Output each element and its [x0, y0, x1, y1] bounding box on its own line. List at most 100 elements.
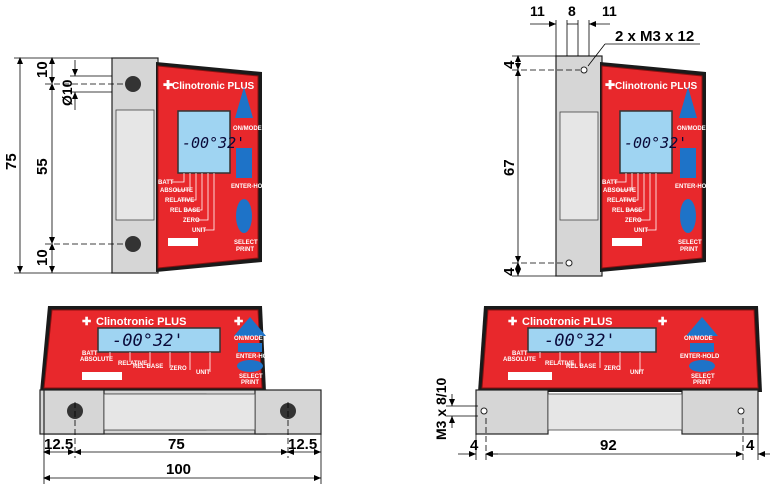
svg-text:SELECT: SELECT [234, 240, 258, 246]
select-print-button[interactable] [680, 199, 696, 233]
threaded-hole [737, 407, 745, 415]
svg-text:✚: ✚ [605, 78, 615, 92]
svg-text:✚: ✚ [658, 316, 667, 328]
dim-hole-spacing: 75 [168, 436, 185, 453]
dim-right-margin: 12.5 [288, 436, 317, 453]
svg-text:ENTER-HOLD: ENTER-HOLD [680, 354, 720, 360]
select-print-button[interactable] [237, 360, 263, 372]
indicator-label: ZERO [170, 366, 187, 372]
svg-text:ENTER-HOLD: ENTER-HOLD [231, 184, 271, 190]
indicator-label: ABSOLUTE [160, 188, 193, 194]
dim-hole-spacing: 92 [600, 437, 617, 454]
select-print-button[interactable] [689, 360, 715, 372]
indicator-label: ABSOLUTE [603, 188, 636, 194]
indicator-label: BATT [158, 180, 174, 186]
dim-hole-diameter: Ø10 [59, 79, 75, 106]
thread-spec: M3 x 8/10 [433, 378, 449, 440]
on-mode-button[interactable] [686, 317, 718, 336]
lcd-reading: -00°32' [112, 331, 184, 351]
svg-text:PRINT: PRINT [241, 380, 259, 386]
threaded-hole [565, 259, 573, 267]
brand-label: Clinotronic PLUS [96, 316, 186, 328]
lcd-display [527, 327, 657, 353]
indicator-label: RELATIVE [118, 361, 147, 367]
on-mode-button[interactable] [235, 87, 253, 118]
dim-bottom-offset: 10 [34, 249, 51, 266]
indicator-label: REL BASE [133, 364, 163, 370]
dim-left-offset: 11 [530, 3, 545, 19]
side-view-left: Clinotronic PLUS ✚ -00°32' BATT ABSOLUTE… [3, 57, 271, 274]
brand-label: Clinotronic PLUS [522, 316, 612, 328]
brand-label: Clinotronic PLUS [172, 81, 255, 92]
lcd-display [97, 327, 221, 353]
indicator-label: REL BASE [170, 208, 200, 214]
metal-base [475, 389, 549, 435]
dim-bottom-offset: 4 [501, 267, 518, 276]
threaded-hole [480, 407, 488, 415]
svg-text:PRINT: PRINT [236, 247, 254, 253]
svg-text:SELECT: SELECT [678, 240, 702, 246]
front-view-right: ✚ Clinotronic PLUS ✚ -00°32' BATT ABSOLU… [433, 306, 770, 460]
enter-hold-button[interactable] [238, 343, 262, 352]
svg-text:SELECT: SELECT [691, 374, 715, 380]
threaded-hole [580, 66, 588, 74]
enter-hold-button[interactable] [690, 343, 714, 352]
lcd-reading: -00°32' [544, 331, 616, 351]
svg-text:✚: ✚ [234, 316, 243, 328]
dim-middle: 55 [34, 158, 51, 175]
lcd-reading: -00°32' [624, 134, 687, 152]
dim-thread-width: 8 [568, 3, 576, 19]
indicator-label: ZERO [183, 218, 200, 224]
svg-text:ENTER-HOLD: ENTER-HOLD [675, 184, 715, 190]
dim-right-offset: 4 [746, 437, 755, 454]
indicator-label: UNIT [630, 370, 644, 376]
indicator-label: BATT [512, 351, 528, 357]
indicator-label: UNIT [634, 228, 648, 234]
svg-text:PRINT: PRINT [680, 247, 698, 253]
svg-text:ENTER-HOLD: ENTER-HOLD [236, 354, 276, 360]
indicator-label: UNIT [196, 370, 210, 376]
lcd-display [177, 110, 231, 174]
lcd-reading: -00°32' [182, 134, 245, 152]
svg-text:ON/MODE: ON/MODE [234, 336, 263, 342]
dim-left-offset: 4 [470, 437, 479, 454]
indicator-label: ABSOLUTE [503, 357, 536, 363]
indicator-label: REL BASE [566, 364, 596, 370]
dim-right-offset: 11 [602, 3, 617, 19]
indicator-label: RELATIVE [165, 198, 194, 204]
indicator-label: ZERO [604, 366, 621, 372]
indicator-label: RELATIVE [607, 198, 636, 204]
dim-top-offset: 10 [34, 61, 51, 78]
svg-text:SELECT: SELECT [239, 374, 263, 380]
select-print-button[interactable] [236, 199, 252, 233]
brand-label: Clinotronic PLUS [615, 81, 698, 92]
mounting-hole [125, 76, 141, 92]
on-mode-button[interactable] [234, 317, 266, 336]
svg-text:✚: ✚ [163, 78, 173, 92]
mounting-hole [125, 236, 141, 252]
dim-height: 75 [3, 153, 20, 170]
dim-top-offset: 4 [501, 60, 518, 69]
svg-text:✚: ✚ [82, 316, 91, 328]
indicator-label: RELATIVE [545, 361, 574, 367]
on-mode-button[interactable] [679, 87, 697, 118]
indicator-label: ZERO [625, 218, 642, 224]
svg-text:ON/MODE: ON/MODE [684, 336, 713, 342]
indicator-label: UNIT [192, 228, 206, 234]
svg-text:ON/MODE: ON/MODE [677, 126, 706, 132]
svg-text:PRINT: PRINT [693, 380, 711, 386]
indicator-label: BATT [82, 351, 98, 357]
front-view-left: ✚ Clinotronic PLUS ✚ -00°32' BATT ABSOLU… [39, 306, 322, 484]
indicator-label: ABSOLUTE [80, 357, 113, 363]
lcd-display [619, 110, 673, 174]
enter-hold-button[interactable] [236, 148, 252, 178]
dim-middle: 67 [501, 159, 518, 176]
enter-hold-button[interactable] [680, 148, 696, 178]
thread-spec: 2 x M3 x 12 [615, 28, 694, 45]
svg-text:ON/MODE: ON/MODE [233, 126, 262, 132]
dim-left-margin: 12.5 [44, 436, 73, 453]
indicator-label: REL BASE [612, 208, 642, 214]
dim-total-width: 100 [166, 461, 191, 478]
indicator-label: BATT [602, 180, 618, 186]
